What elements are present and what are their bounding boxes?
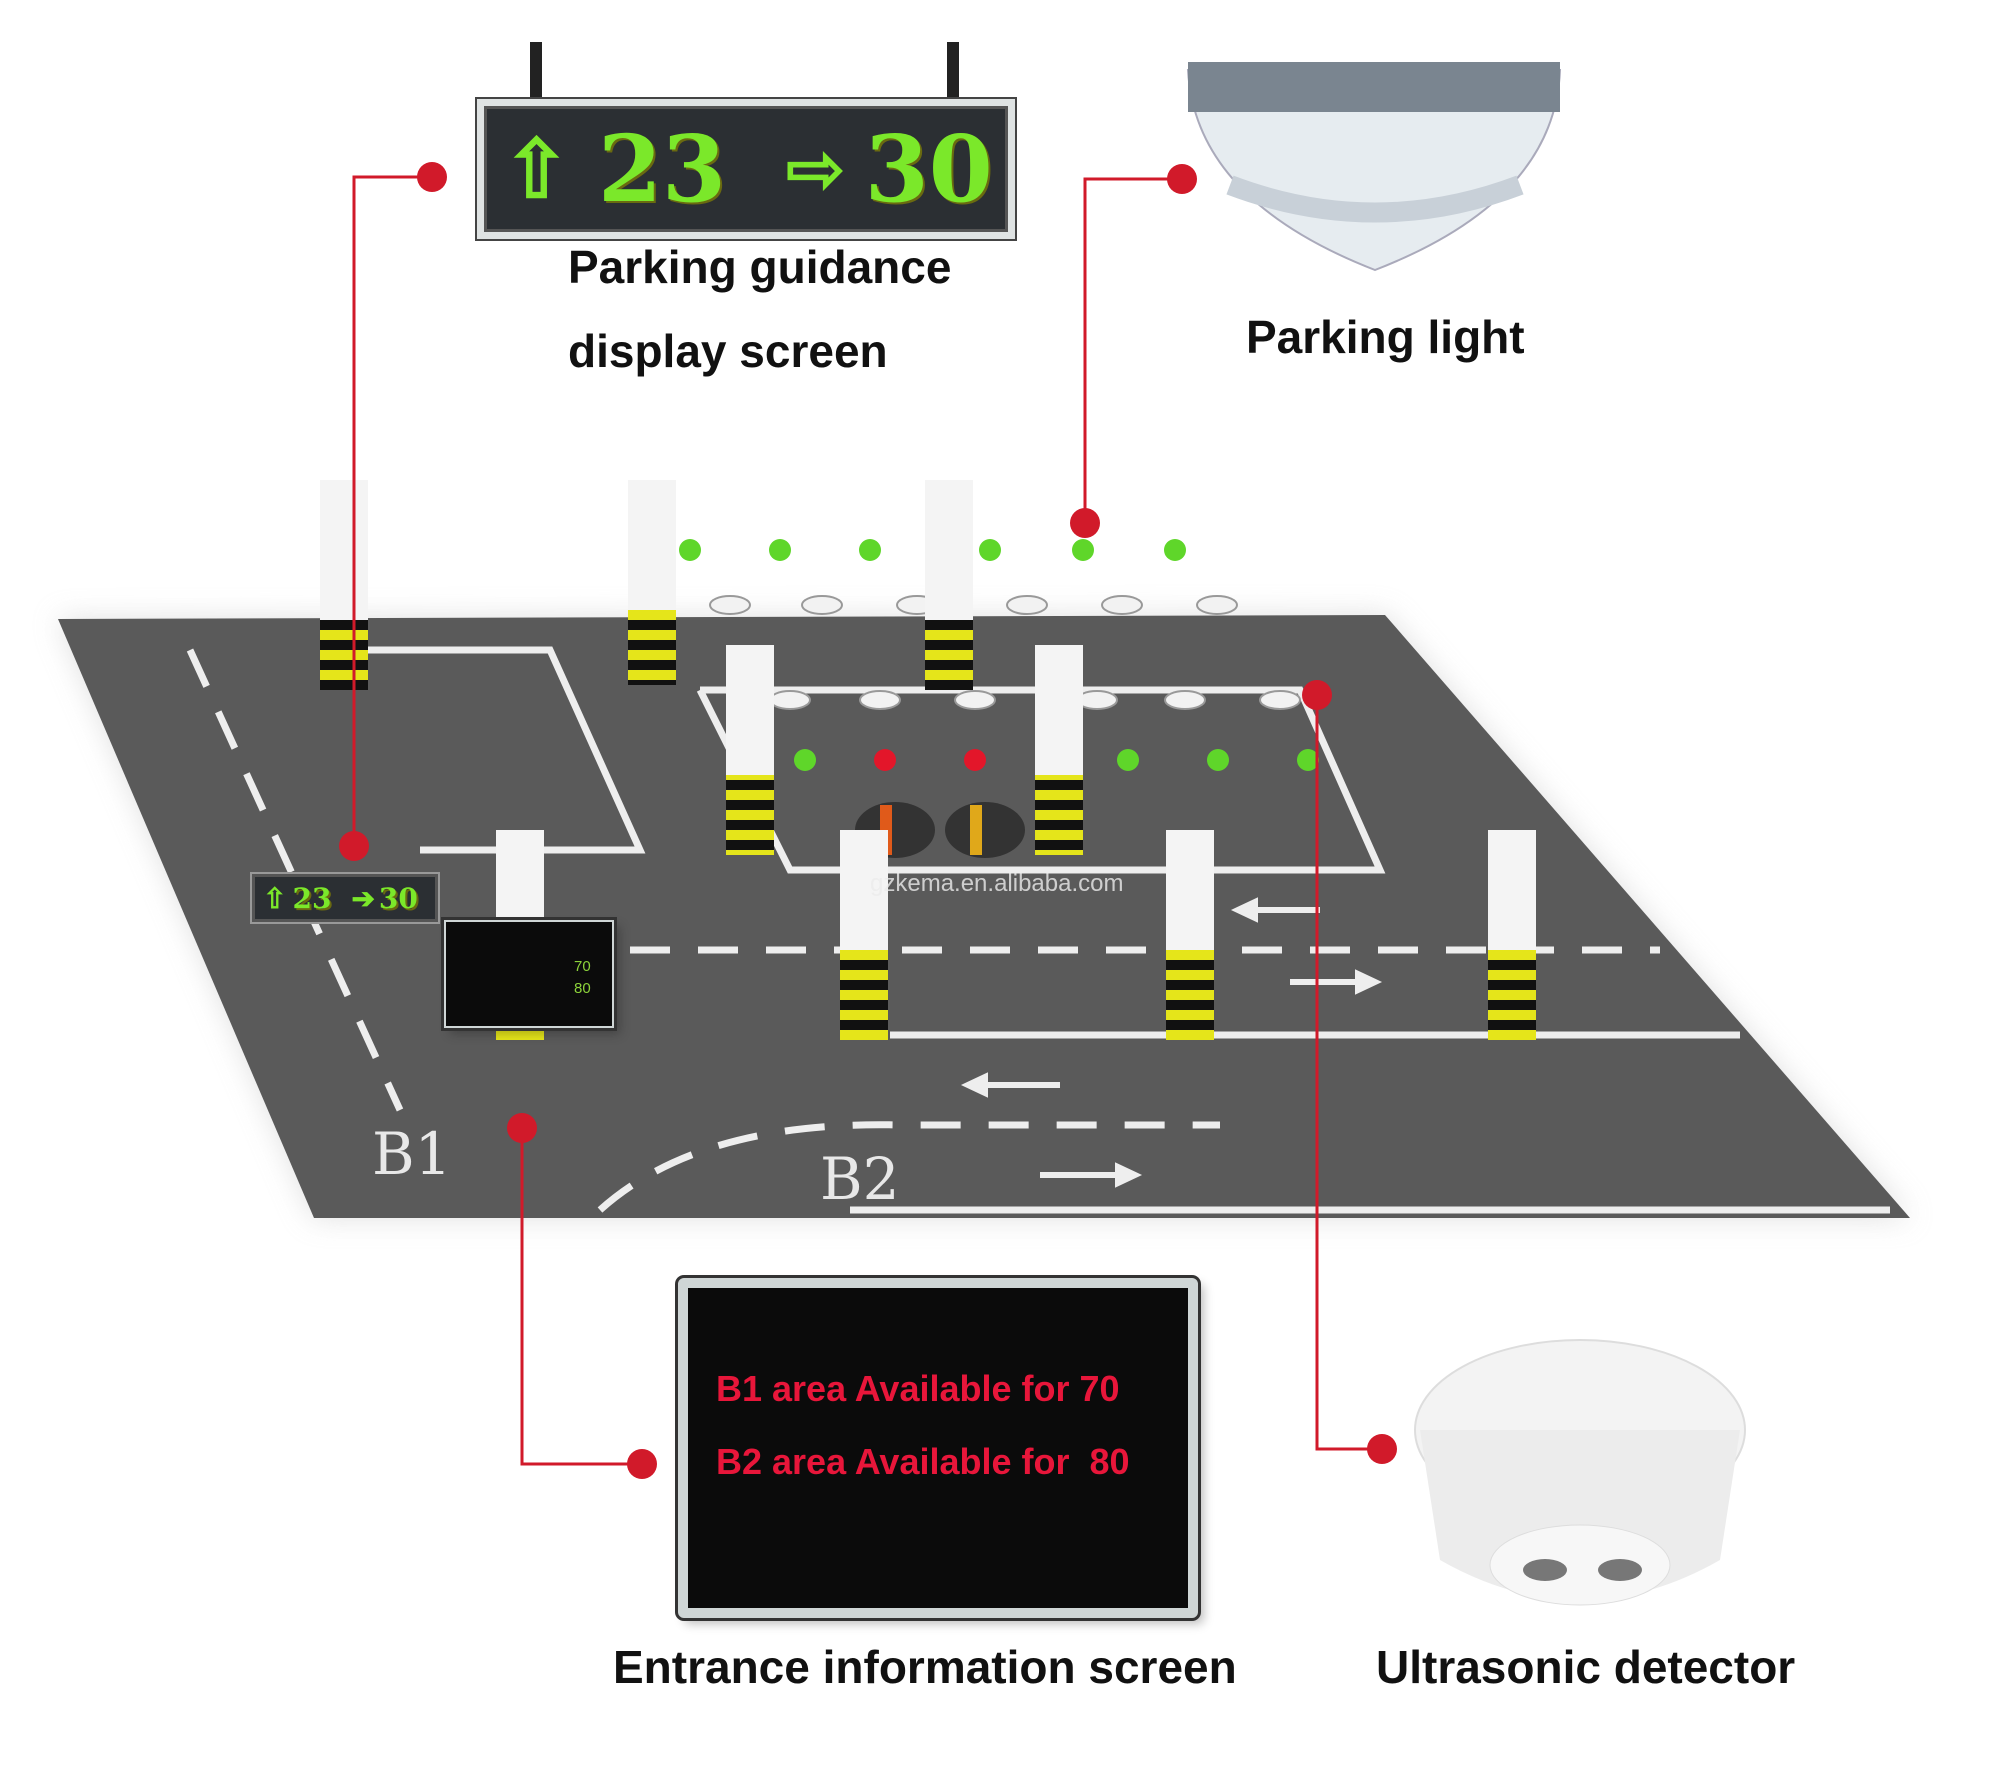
zone-label-b2: B2 xyxy=(820,1145,900,1213)
floor-b1-count: 70 xyxy=(574,958,591,975)
floor-right-count: 30 xyxy=(378,881,418,915)
floor-left-count: 23 xyxy=(292,881,332,915)
parking-guidance-display: ⇧ 23 ⇨ 30 xyxy=(484,106,1008,232)
label-ultrasonic-detector: Ultrasonic detector xyxy=(1376,1641,1796,1693)
direction-arrows xyxy=(960,897,1383,1188)
right-arrow-icon: ⇨ xyxy=(786,130,845,208)
label-entrance-screen: Entrance information screen xyxy=(613,1641,1237,1693)
label-parking-light: Parking light xyxy=(1246,311,1525,363)
right-arrow-icon: ➔ xyxy=(351,882,375,914)
left-count: 23 xyxy=(598,115,727,223)
callout-lines xyxy=(352,175,1382,1466)
sign-hanger xyxy=(530,42,542,99)
ultrasonic-detector-product-image xyxy=(1414,1339,1746,1606)
zone-label-b1: B1 xyxy=(372,1120,452,1188)
lane-markings xyxy=(186,648,1660,1213)
sign-hanger xyxy=(947,42,959,99)
label-guidance-screen-line1: Parking guidance xyxy=(568,241,952,293)
entrance-line-b2: B2 area Available for 80 xyxy=(716,1441,1130,1482)
right-count: 30 xyxy=(864,115,993,223)
entrance-information-screen: B1 area Available for 70 B2 area Availab… xyxy=(678,1278,1198,1618)
up-arrow-icon: ⇧ xyxy=(263,882,287,914)
up-arrow-icon: ⇧ xyxy=(503,124,571,214)
floor-entrance-screen: 70 80 xyxy=(444,920,614,1028)
watermark: gzkema.en.alibaba.com xyxy=(870,870,1124,897)
parking-light-row xyxy=(679,539,1319,771)
floor-b2-count: 80 xyxy=(574,980,591,997)
callout-dots xyxy=(339,162,1397,1479)
floor-guidance-display: ⇧ 23 ➔ 30 xyxy=(252,874,438,922)
parking-light-product-image xyxy=(1186,62,1562,272)
label-guidance-screen-line2: display screen xyxy=(568,325,888,377)
entrance-line-b1: B1 area Available for 70 xyxy=(716,1368,1120,1409)
parking-floor xyxy=(58,615,1910,1218)
